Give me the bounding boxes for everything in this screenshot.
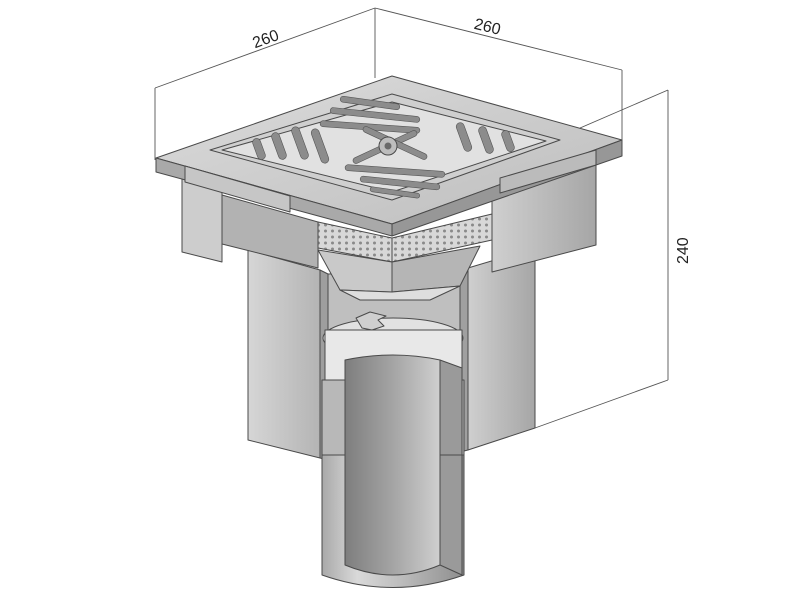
dimension-label-left: 260 — [250, 27, 281, 52]
outlet-pipe — [321, 354, 465, 588]
grate-center-hole — [384, 142, 392, 150]
top-grating — [155, 75, 623, 237]
dimension-lines — [154, 7, 669, 429]
dimension-label-right: 260 — [472, 16, 502, 39]
dimension-label-height: 240 — [675, 237, 692, 264]
